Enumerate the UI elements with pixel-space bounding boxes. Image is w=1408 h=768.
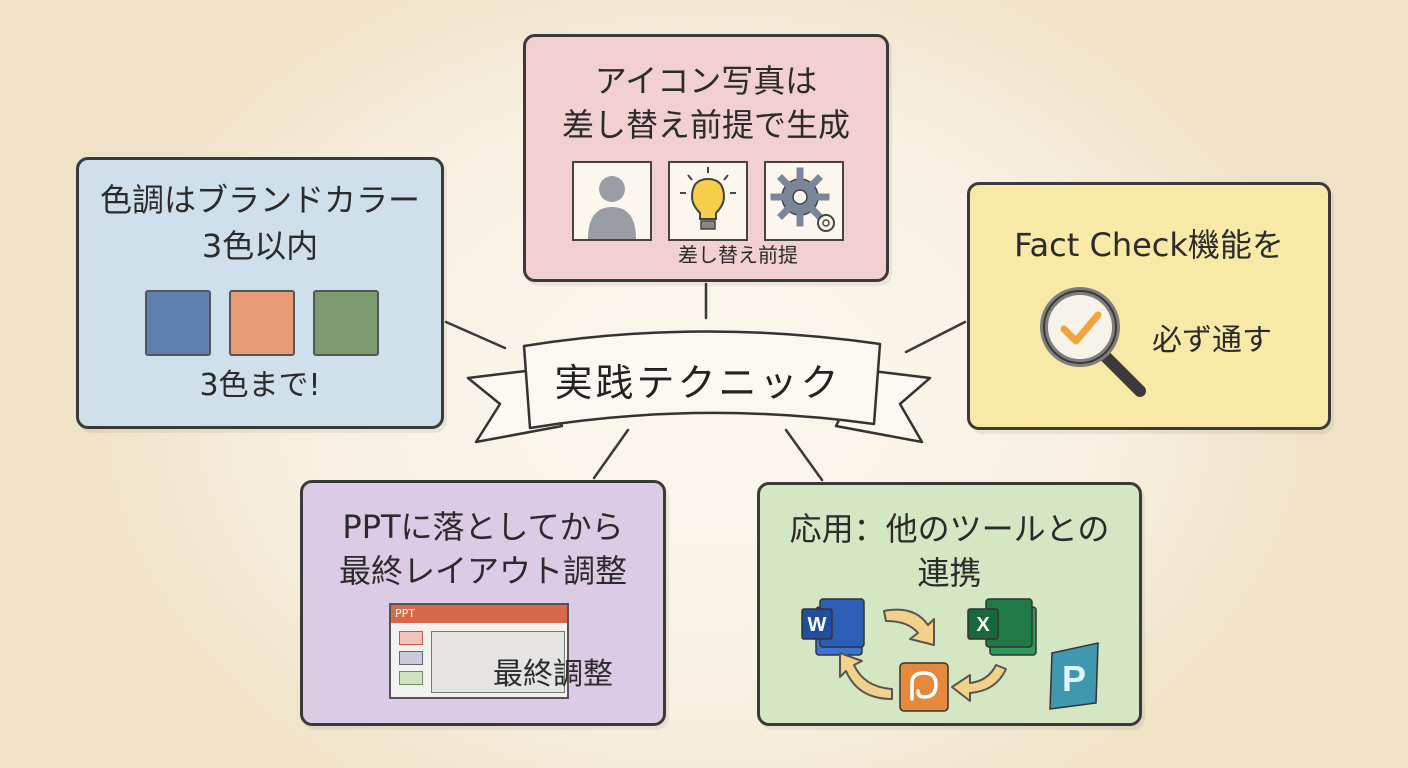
- integration-card: 応用：他のツールとの 連携 W X P: [757, 482, 1142, 726]
- word-icon: W: [801, 598, 865, 656]
- ppt-adjust-title-line2: 最終レイアウト調整: [338, 552, 627, 590]
- arrow-hub-to-word: [839, 652, 893, 700]
- lightbulb-icon: [668, 161, 748, 241]
- swatch-blue: [145, 290, 211, 356]
- icon-photo-caption: 差し替え前提: [678, 243, 798, 267]
- slide-canvas: [431, 631, 565, 693]
- fact-check-caption: 必ず通す: [1152, 323, 1272, 358]
- gear-icon: [764, 161, 844, 241]
- brand-color-title-line1: 色調はブランドカラー: [99, 181, 420, 219]
- icon-photo-title-line1: アイコン写真は: [594, 62, 818, 100]
- ppt-adjust-card: PPTに落としてから 最終レイアウト調整 PPT 最終調整: [300, 480, 666, 726]
- connector-bottom-right: [784, 428, 824, 482]
- ribbon: [466, 330, 932, 444]
- connector-left: [444, 320, 507, 350]
- slide-thumb-1: [399, 631, 423, 645]
- fact-check-title: Fact Check機能を: [1014, 226, 1284, 264]
- brand-color-title-line2: 3色以内: [201, 227, 319, 265]
- icon-photo-title-line2: 差し替え前提で生成: [561, 106, 850, 144]
- publisher-icon: P: [1049, 642, 1099, 710]
- cycle-arrows: [839, 608, 1007, 702]
- excel-icon: X: [967, 598, 1037, 656]
- hub-icon: [899, 662, 949, 712]
- svg-text:X: X: [976, 614, 990, 636]
- icon-photo-card: アイコン写真は 差し替え前提で生成 差し替え前提: [523, 34, 889, 282]
- brand-color-card: 色調はブランドカラー 3色以内 3色まで!: [76, 157, 444, 429]
- slide-thumb-2: [399, 651, 423, 665]
- connector-right: [904, 320, 967, 354]
- arrow-word-to-hub: [883, 608, 935, 646]
- integration-diagram: W X P: [801, 598, 1099, 712]
- connector-bottom-left: [592, 428, 630, 480]
- ppt-adjust-title-line1: PPTに落としてから: [342, 508, 624, 546]
- integration-title-line1: 応用：他のツールとの: [789, 510, 1110, 548]
- ppt-window: PPT: [389, 603, 569, 699]
- central-title: 実践テクニック: [554, 361, 842, 405]
- ppt-window-titlebar: PPT: [391, 605, 567, 623]
- brand-color-footer: 3色まで!: [199, 368, 321, 403]
- magnifier-check-icon: [1032, 279, 1152, 407]
- slide-thumb-3: [399, 671, 423, 685]
- svg-text:P: P: [1062, 658, 1086, 699]
- fact-check-card: Fact Check機能を 必ず通す: [967, 182, 1331, 430]
- integration-title-line2: 連携: [917, 554, 982, 592]
- svg-text:W: W: [808, 614, 827, 636]
- arrow-excel-to-hub: [951, 664, 1007, 702]
- swatch-orange: [229, 290, 295, 356]
- swatch-green: [313, 290, 379, 356]
- ppt-window-caption: 最終調整: [493, 657, 613, 692]
- person-icon: [572, 161, 652, 241]
